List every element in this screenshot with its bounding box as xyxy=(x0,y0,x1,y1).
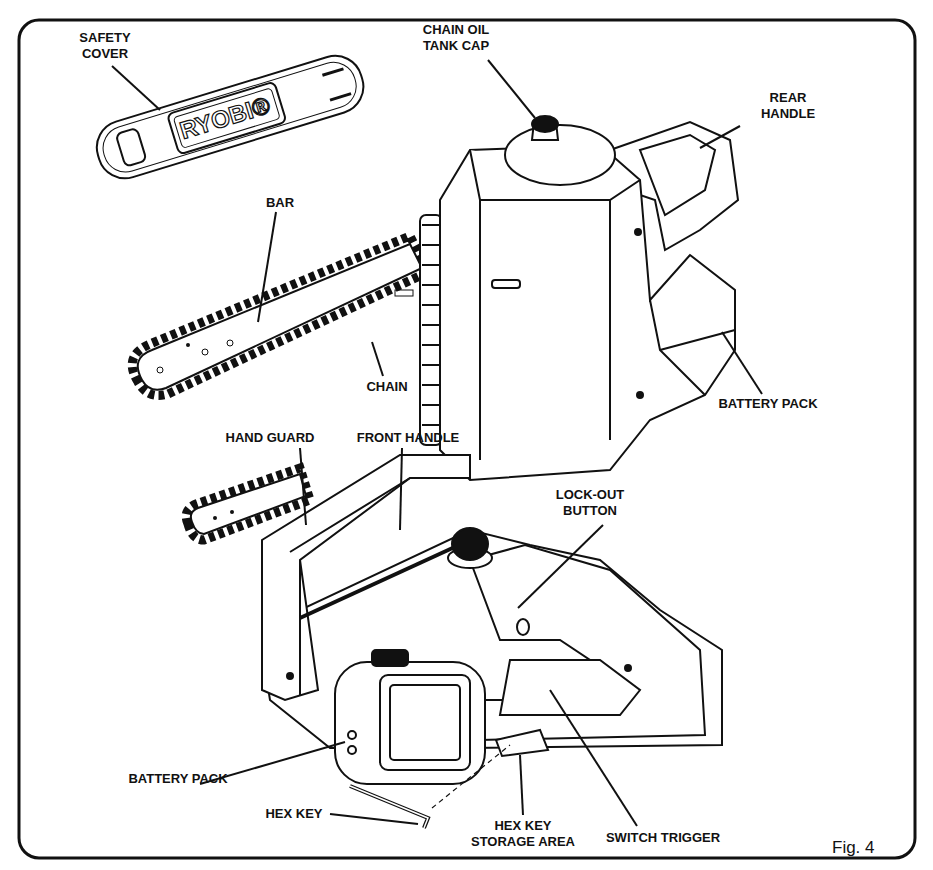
part-label: CHAIN OIL TANK CAP xyxy=(412,22,500,54)
part-label: SAFETY COVER xyxy=(74,30,136,62)
frame-border xyxy=(19,20,915,858)
part-label: HEX KEY xyxy=(265,806,322,822)
part-label: REAR HANDLE xyxy=(757,90,819,122)
figure-caption: Fig. 4 xyxy=(832,838,875,858)
hex-key xyxy=(350,745,510,828)
part-label: BATTERY PACK xyxy=(718,396,817,412)
safety-cover xyxy=(90,49,370,185)
top-bar-chain xyxy=(132,236,428,396)
part-label: SWITCH TRIGGER xyxy=(606,830,720,846)
leader-lines xyxy=(112,60,762,826)
top-saw-body xyxy=(420,116,738,480)
part-label: LOCK-OUT BUTTON xyxy=(552,487,628,519)
bottom-saw-body xyxy=(262,455,722,784)
part-label: FRONT HANDLE xyxy=(357,430,460,446)
part-label: BATTERY PACK xyxy=(128,771,227,787)
part-label: HEX KEY STORAGE AREA xyxy=(470,818,576,850)
part-label: BAR xyxy=(266,195,294,211)
part-label: HAND GUARD xyxy=(226,430,315,446)
part-label: CHAIN xyxy=(366,379,407,395)
